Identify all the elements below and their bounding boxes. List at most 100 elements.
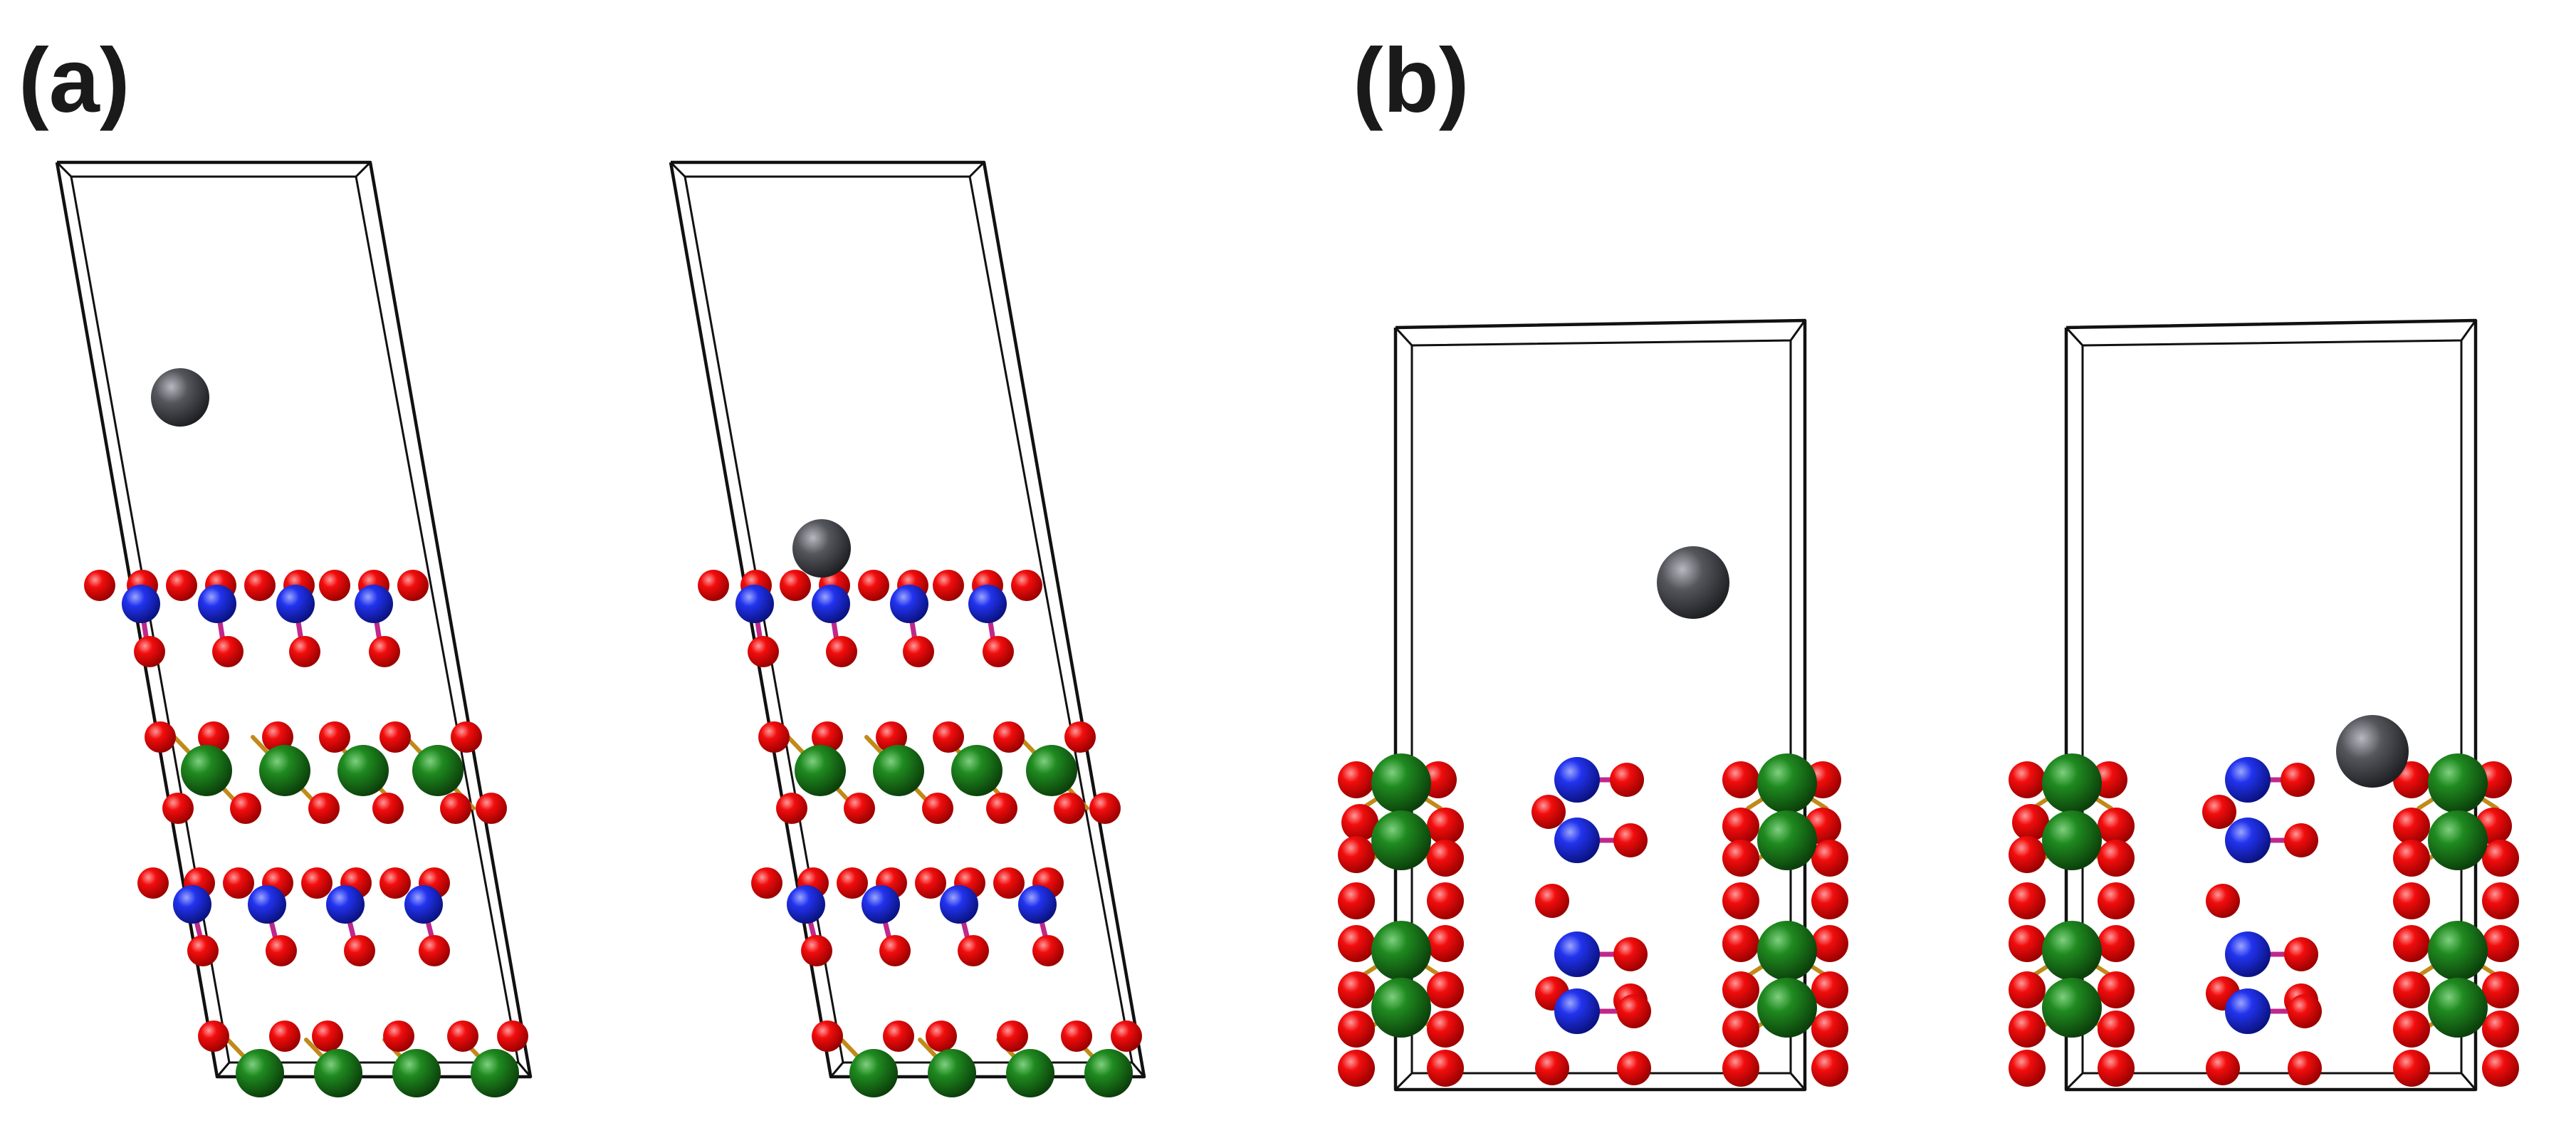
adatom	[151, 368, 209, 427]
oxygen-atom	[993, 721, 1025, 753]
oxygen-atom	[926, 1020, 957, 1052]
oxygen-atom	[1722, 882, 1759, 919]
oxygen-atom	[419, 935, 450, 966]
nitrogen-atom	[173, 885, 211, 924]
oxygen-atom	[166, 570, 197, 601]
oxygen-atom	[1610, 763, 1644, 797]
oxygen-atom	[379, 867, 411, 899]
nitrogen-atom	[1554, 988, 1600, 1034]
oxygen-atom	[344, 935, 375, 966]
oxygen-atom	[369, 636, 400, 667]
oxygen-atom	[476, 793, 507, 824]
oxygen-atom	[2482, 925, 2519, 962]
oxygen-atom	[162, 793, 194, 824]
oxygen-atom	[698, 570, 729, 601]
oxygen-atom	[812, 1020, 843, 1052]
oxygen-atom	[1427, 971, 1464, 1008]
oxygen-atom	[2206, 1051, 2240, 1085]
nitrogen-atom	[1554, 818, 1600, 863]
nitrogen-atom	[1554, 931, 1600, 977]
oxygen-atom	[2393, 971, 2430, 1008]
oxygen-atom	[2482, 1050, 2519, 1087]
oxygen-atom	[383, 1020, 414, 1052]
oxygen-atom	[933, 721, 964, 753]
oxygen-atom	[312, 1020, 343, 1052]
oxygen-atom	[269, 1020, 300, 1052]
oxygen-atom	[379, 721, 411, 753]
metal-atom	[2428, 753, 2488, 813]
nitrogen-atom	[735, 585, 774, 623]
nitrogen-atom	[326, 885, 365, 924]
oxygen-atom	[372, 793, 404, 824]
oxygen-atom	[1338, 761, 1375, 798]
oxygen-atom	[2012, 804, 2049, 841]
oxygen-atom	[2482, 1011, 2519, 1048]
oxygen-atom	[2098, 882, 2135, 919]
oxygen-atom	[397, 570, 429, 601]
oxygen-atom	[447, 1020, 478, 1052]
oxygen-atom	[1613, 937, 1648, 971]
nitrogen-atom	[122, 585, 160, 623]
atom-layer	[84, 368, 2519, 1097]
oxygen-atom	[2393, 808, 2430, 845]
oxygen-atom	[198, 721, 229, 753]
metal-atom	[1757, 921, 1817, 981]
panel-label-a: (a)	[19, 30, 130, 132]
bond-layer	[138, 601, 2499, 1075]
oxygen-atom	[858, 570, 889, 601]
cell-edge	[2065, 320, 2477, 347]
oxygen-atom	[1535, 1051, 1569, 1085]
oxygen-atom	[2281, 763, 2315, 797]
oxygen-atom	[2482, 840, 2519, 877]
oxygen-atom	[826, 636, 857, 667]
metal-atom	[1757, 978, 1817, 1038]
oxygen-atom	[2482, 882, 2519, 919]
nitrogen-atom	[1554, 757, 1600, 803]
nitrogen-atom	[276, 585, 315, 623]
oxygen-atom	[2009, 971, 2046, 1008]
oxygen-atom	[844, 793, 875, 824]
nitrogen-atom	[1018, 885, 1057, 924]
nitrogen-atom	[2225, 818, 2271, 863]
oxygen-atom	[262, 721, 293, 753]
nitrogen-atom	[812, 585, 850, 623]
oxygen-atom	[1338, 971, 1375, 1008]
oxygen-atom	[2482, 971, 2519, 1008]
oxygen-atom	[266, 935, 297, 966]
oxygen-atom	[134, 636, 165, 667]
oxygen-atom	[1338, 925, 1375, 962]
oxygen-atom	[137, 867, 169, 899]
cell-edge	[1394, 1072, 1413, 1091]
oxygen-atom	[1532, 795, 1566, 829]
metal-atom	[1026, 745, 1077, 796]
nitrogen-atom	[355, 585, 393, 623]
nitrogen-atom	[198, 585, 236, 623]
oxygen-atom	[1338, 1050, 1375, 1087]
oxygen-atom	[1722, 1011, 1759, 1048]
oxygen-atom	[1811, 925, 1848, 962]
oxygen-atom	[2009, 836, 2046, 873]
oxygen-atom	[958, 935, 989, 966]
oxygen-atom	[983, 636, 1014, 667]
metal-atom	[1371, 753, 1431, 813]
oxygen-atom	[223, 867, 254, 899]
cell-edge	[1789, 1072, 1806, 1090]
oxygen-atom	[1338, 882, 1375, 919]
metal-atom	[314, 1049, 362, 1097]
metal-atom	[471, 1049, 519, 1097]
cell-edge	[1394, 320, 1806, 347]
oxygen-atom	[289, 636, 320, 667]
oxygen-atom	[319, 570, 350, 601]
oxygen-atom	[1811, 1050, 1848, 1087]
oxygen-atom	[145, 721, 176, 753]
metal-atom	[337, 745, 389, 796]
oxygen-atom	[2288, 1051, 2322, 1085]
metal-atom	[2042, 978, 2102, 1038]
cell-edge	[355, 176, 520, 1063]
oxygen-atom	[922, 793, 953, 824]
oxygen-atom	[1722, 761, 1759, 798]
nitrogen-atom	[2225, 931, 2271, 977]
oxygen-atom	[2009, 761, 2046, 798]
oxygen-atom	[1811, 971, 1848, 1008]
